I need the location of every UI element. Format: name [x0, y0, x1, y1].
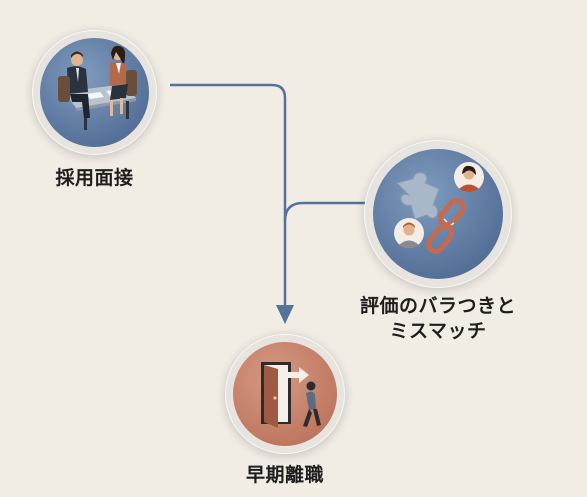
- puzzle-chain-icon: [373, 149, 503, 279]
- interview-icon: [40, 38, 149, 147]
- arrowhead-down: [276, 305, 294, 324]
- label-mismatch-line1: 評価のバラつきと: [359, 295, 516, 317]
- label-turnover: 早期離職: [245, 464, 324, 486]
- exit-door-icon: [233, 342, 337, 446]
- label-mismatch-line2: ミスマッチ: [389, 320, 487, 342]
- connector-interview-to-turnover: [170, 83, 287, 305]
- label-interview: 採用面接: [55, 167, 134, 189]
- connector-mismatch-join: [283, 201, 378, 222]
- label-mismatch: 評価のバラつきと ミスマッチ: [330, 294, 546, 344]
